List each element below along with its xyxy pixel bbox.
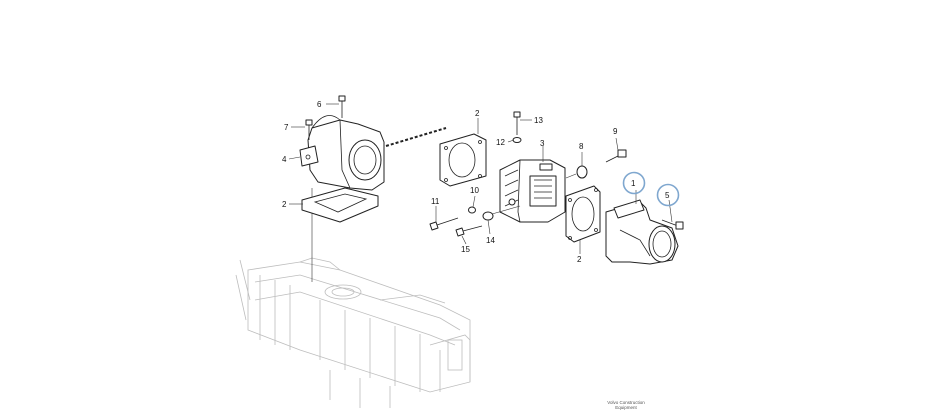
flange-adapter <box>605 199 679 265</box>
callout-3[interactable]: 3 <box>540 139 545 148</box>
callout-4[interactable]: 4 <box>282 155 287 164</box>
bolt-5 <box>661 219 684 230</box>
screw-13 <box>513 111 521 135</box>
footer-line-1: Volvo Construction <box>607 400 645 405</box>
callout-10[interactable]: 10 <box>470 186 479 195</box>
elbow-housing <box>299 115 385 191</box>
callout-7[interactable]: 7 <box>284 123 289 132</box>
nut-10 <box>468 206 476 214</box>
washer-8 <box>576 165 588 179</box>
callout-13[interactable]: 13 <box>534 116 543 125</box>
engine-block-ghost <box>235 257 471 408</box>
bolt-7 <box>305 119 313 140</box>
leader-lines <box>288 103 673 254</box>
valve-housing-block <box>499 159 566 223</box>
callout-11[interactable]: 11 <box>431 197 440 206</box>
highlight-callout-5 <box>656 183 680 207</box>
callout-5[interactable]: 5 <box>665 191 670 200</box>
stud-15 <box>455 225 483 237</box>
callout-6[interactable]: 6 <box>317 100 322 109</box>
callout-9[interactable]: 9 <box>613 127 618 136</box>
gasket-middle <box>439 133 487 187</box>
exploded-dashed-line <box>385 127 447 147</box>
callout-14[interactable]: 14 <box>486 236 495 245</box>
bolt-6 <box>338 95 346 118</box>
gasket-right <box>565 185 601 243</box>
callout-12[interactable]: 12 <box>496 138 505 147</box>
gasket-lower <box>301 187 379 223</box>
callout-15[interactable]: 15 <box>461 245 470 254</box>
bolt-11 <box>429 217 459 231</box>
callout-2-lower[interactable]: 2 <box>282 200 287 209</box>
bolt-9 <box>605 149 627 163</box>
highlight-callout-1 <box>622 171 646 195</box>
nut-14 <box>482 211 494 221</box>
callout-2-middle[interactable]: 2 <box>475 109 480 118</box>
callout-2-right[interactable]: 2 <box>577 255 582 264</box>
callout-1[interactable]: 1 <box>631 179 636 188</box>
publisher-footer: Volvo Construction Equipment <box>596 400 656 410</box>
washer-12 <box>512 137 522 143</box>
footer-line-2: Equipment <box>615 405 637 410</box>
callout-8[interactable]: 8 <box>579 142 584 151</box>
